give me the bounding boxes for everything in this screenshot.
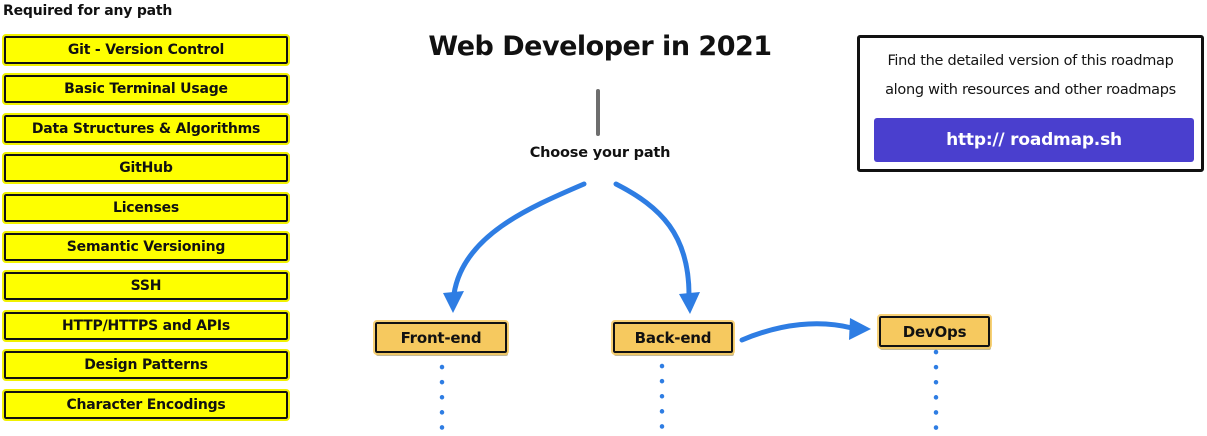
node-devops[interactable]: DevOps (877, 314, 992, 349)
arrow-to-devops (739, 321, 855, 343)
arrowhead-backend-icon (679, 292, 700, 314)
topic-licenses[interactable]: Licenses (2, 191, 290, 224)
sidebar-heading: Required for any path (3, 3, 173, 19)
info-box: Find the detailed version of this roadma… (857, 35, 1204, 172)
topic-terminal[interactable]: Basic Terminal Usage (2, 73, 290, 106)
topic-dsa[interactable]: Data Structures & Algorithms (2, 112, 290, 145)
topic-github[interactable]: GitHub (2, 152, 290, 185)
topic-http-apis[interactable]: HTTP/HTTPS and APIs (2, 309, 290, 342)
required-topics-list: Git - Version Control Basic Terminal Usa… (2, 34, 290, 421)
choose-path-label: Choose your path (529, 145, 671, 161)
topic-git[interactable]: Git - Version Control (2, 34, 290, 66)
topic-ssh[interactable]: SSH (2, 270, 290, 303)
node-frontend[interactable]: Front-end (373, 320, 509, 355)
arrowhead-devops-icon (849, 318, 871, 340)
page-title: Web Developer in 2021 (428, 31, 772, 62)
arrow-to-frontend (451, 181, 587, 297)
info-text-line1: Find the detailed version of this roadma… (887, 53, 1174, 69)
node-backend[interactable]: Back-end (611, 320, 735, 355)
topic-semver[interactable]: Semantic Versioning (2, 230, 290, 263)
arrowhead-frontend-icon (443, 291, 464, 313)
roadmap-link-button[interactable]: http:// roadmap.sh (874, 118, 1194, 162)
info-text-line2: along with resources and other roadmaps (885, 82, 1176, 98)
arrow-to-backend (613, 181, 692, 298)
topic-design-patterns[interactable]: Design Patterns (2, 349, 290, 382)
topic-char-encodings[interactable]: Character Encodings (2, 388, 290, 421)
